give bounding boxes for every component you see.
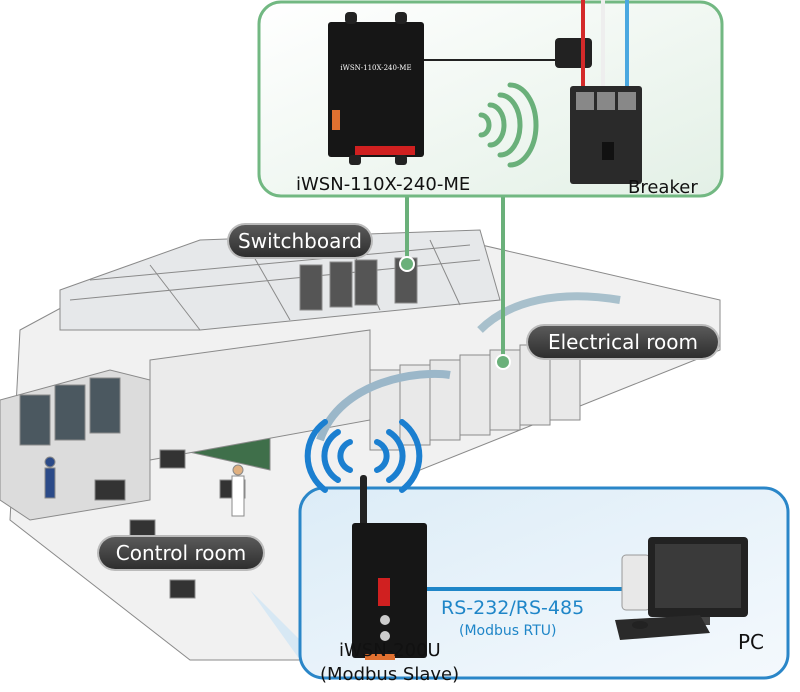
iwsn-110x-device: iWSN-110X-240-ME [328, 12, 424, 165]
link-label: RS-232/RS-485 [441, 597, 585, 619]
pc-icon [615, 537, 748, 640]
electrical-room-dot [495, 354, 511, 370]
iwsn-200u-label: iWSN-200U [339, 640, 441, 661]
pc-label: PC [738, 630, 765, 654]
link-sublabel: (Modbus RTU) [459, 623, 557, 639]
breaker-label: Breaker [628, 177, 698, 198]
electrical-room-label: Electrical room [528, 326, 718, 358]
iwsn-200u-sublabel: (Modbus Slave) [320, 664, 460, 685]
wireless-signal-icon [478, 82, 539, 168]
breaker-device [570, 86, 642, 184]
control-room-label: Control room [99, 537, 263, 569]
iwsn-110x-label: iWSN-110X-240-ME [296, 174, 471, 195]
iwsn-200u-device [352, 475, 427, 660]
switchboard-label: Switchboard [229, 225, 371, 257]
switchboard-dot [399, 256, 415, 272]
device-print-text: iWSN-110X-240-ME [340, 64, 411, 72]
current-transformer [555, 38, 592, 68]
wireless-signal-icon [304, 419, 423, 493]
